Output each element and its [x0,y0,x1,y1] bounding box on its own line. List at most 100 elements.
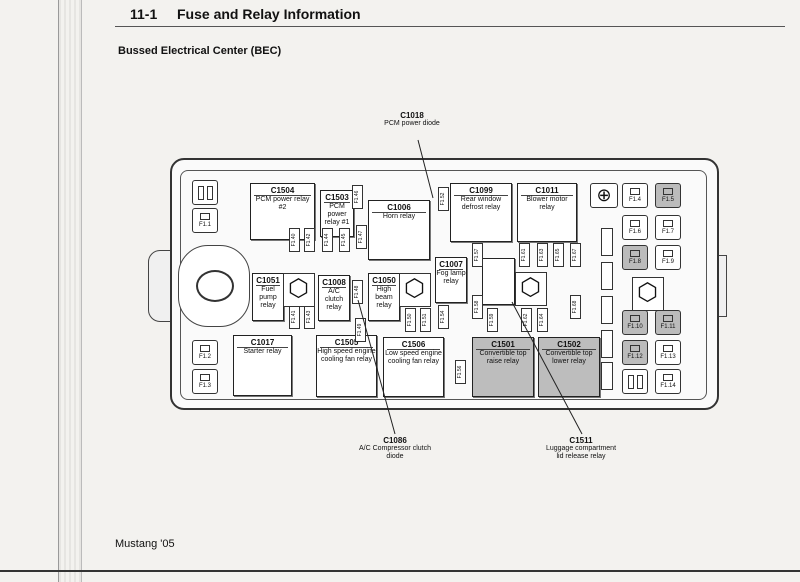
relay-name: Starter relay [243,348,282,355]
fuse-f1-3[interactable]: F1.3 [192,369,218,394]
fuse-f1-8[interactable]: F1.8 [622,245,648,270]
relay-socket-double[interactable] [622,369,648,394]
mini-fuse[interactable]: F1.51 [420,308,431,332]
relay-name: Convertible top raise relay [479,350,527,365]
fuse-f1-2[interactable]: F1.2 [192,340,218,365]
fuse-f1-14[interactable]: F1.14 [655,369,681,394]
fuse-f1-9[interactable]: F1.9 [655,245,681,270]
mini-fuse[interactable]: F1.68 [570,295,581,319]
fuse-f1-4[interactable]: F1.4 [622,183,648,208]
terminal-bolt-icon [515,272,547,306]
fuse-puller-icon[interactable]: ⊕ [590,183,618,208]
header-rule [115,26,785,27]
mini-fuse[interactable]: F1.63 [537,243,548,267]
section-subtitle: Bussed Electrical Center (BEC) [118,45,282,57]
relay-id: C1011 [521,187,573,196]
fuse-label: F1.10 [627,324,643,330]
mini-fuse[interactable]: F1.65 [553,243,564,267]
relay-name: Fog lamp relay [436,270,466,285]
mini-fuse[interactable]: F1.58 [472,295,483,319]
fuse-label: F1.5 [661,197,674,203]
mini-fuse[interactable]: F1.67 [570,243,581,267]
fuse-label: F1.4 [628,197,641,203]
relay-name: High speed engine cooling fan relay [317,348,376,363]
relay-id: C1008 [322,278,346,288]
relay-name: Blower motor relay [526,196,568,211]
mini-fuse[interactable]: F1.49 [355,318,366,342]
relay-name: Low speed engine cooling fan relay [385,350,442,365]
relay-id: C1050 [372,276,396,286]
fuse-f1-6[interactable]: F1.6 [622,215,648,240]
spare-fuse-slot[interactable] [601,362,613,390]
mini-fuse[interactable]: F1.59 [487,308,498,332]
mini-fuse[interactable]: F1.46 [352,185,363,209]
relay-socket-double[interactable] [192,180,218,205]
relay-name: Fuel pump relay [259,286,277,309]
relay-id: C1505 [320,339,373,348]
spare-fuse-slot[interactable] [601,296,613,324]
mini-fuse[interactable]: F1.57 [472,243,483,267]
mini-fuse[interactable]: F1.47 [356,225,367,249]
mini-fuse[interactable]: F1.44 [322,228,333,252]
terminal-bolt-icon [399,273,431,307]
relay-unlabeled[interactable] [482,258,515,305]
spare-fuse-slot[interactable] [601,262,613,290]
relay-name: High beam relay [375,286,393,309]
fuse-f1-5[interactable]: F1.5 [655,183,681,208]
relay-name: A/C clutch relay [324,288,344,311]
mini-fuse[interactable]: F1.64 [537,308,548,332]
fuse-f1-10[interactable]: F1.10 [622,310,648,335]
relay-id: C1504 [254,187,311,196]
relay-id: C1506 [387,341,440,350]
mini-fuse[interactable]: F1.40 [289,228,300,252]
fuse-f1-7[interactable]: F1.7 [655,215,681,240]
relay-name: PCM power relay #2 [255,196,310,211]
mount-hole-icon [196,270,234,302]
spare-fuse-slot[interactable] [601,228,613,256]
mini-fuse[interactable]: F1.61 [519,243,530,267]
page-binding [58,0,82,582]
fuse-label: F1.1 [198,222,211,228]
mini-fuse[interactable]: F1.42 [304,228,315,252]
mini-fuse[interactable]: F1.52 [438,187,449,211]
fuse-label: F1.11 [660,324,676,330]
fuse-label: F1.6 [628,229,641,235]
mini-fuse[interactable]: F1.54 [438,305,449,329]
relay-id: C1007 [439,260,463,270]
fuse-label: F1.2 [198,354,211,360]
fuse-f1-1[interactable]: F1.1 [192,208,218,233]
mini-fuse[interactable]: F1.48 [352,280,363,304]
mini-fuse[interactable]: F1.56 [455,360,466,384]
relay-id: C1502 [542,341,596,350]
mini-fuse[interactable]: F1.45 [339,228,350,252]
fuse-f1-11[interactable]: F1.11 [655,310,681,335]
relay-id: C1017 [237,339,288,348]
terminal-bolt-icon [283,273,315,307]
fuse-label: F1.3 [198,383,211,389]
terminal-bolt-icon [632,277,664,311]
mini-fuse[interactable]: F1.50 [405,308,416,332]
spare-fuse-slot[interactable] [601,330,613,358]
page-edge [0,570,800,572]
fuse-label: F1.7 [661,229,674,235]
fuse-f1-13[interactable]: F1.13 [655,340,681,365]
fuse-label: F1.12 [627,354,643,360]
fuse-f1-12[interactable]: F1.12 [622,340,648,365]
relay-name: Rear window defrost relay [460,196,502,211]
